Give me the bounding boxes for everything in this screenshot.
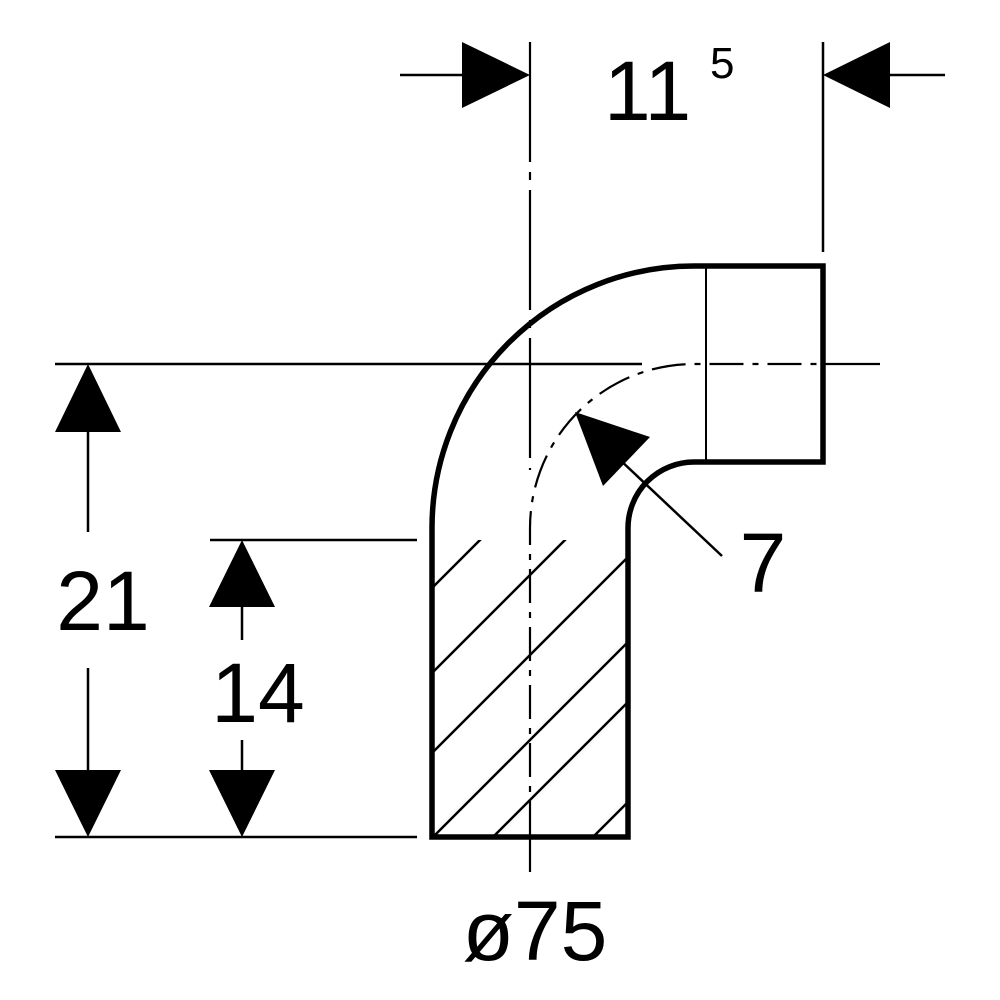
pipe-outline <box>429 263 826 840</box>
arrowhead-up <box>209 540 275 607</box>
bend-radius-value: 7 <box>740 516 787 610</box>
arrowhead-left <box>823 42 890 108</box>
bend-radius-callout: 7 <box>575 412 786 610</box>
leader-line <box>617 457 723 557</box>
lower-height-dimension: 14 <box>209 540 305 837</box>
leader-arrowhead <box>575 412 650 486</box>
arrowhead-down <box>55 770 121 837</box>
diameter-label: ø75 <box>463 884 608 978</box>
arrowhead-down <box>209 770 275 837</box>
top-width-dimension: 11 5 <box>400 39 945 138</box>
hatched-section <box>432 540 628 837</box>
center-line-arc <box>528 362 823 835</box>
width-dimension-superscript: 5 <box>710 39 734 88</box>
arrowhead-up <box>55 364 121 432</box>
arrowhead-right <box>462 42 530 108</box>
total-height-dimension: 21 <box>55 364 150 837</box>
total-height-value: 21 <box>56 554 149 648</box>
lower-height-value: 14 <box>211 646 304 740</box>
width-dimension-value: 11 <box>604 44 691 138</box>
